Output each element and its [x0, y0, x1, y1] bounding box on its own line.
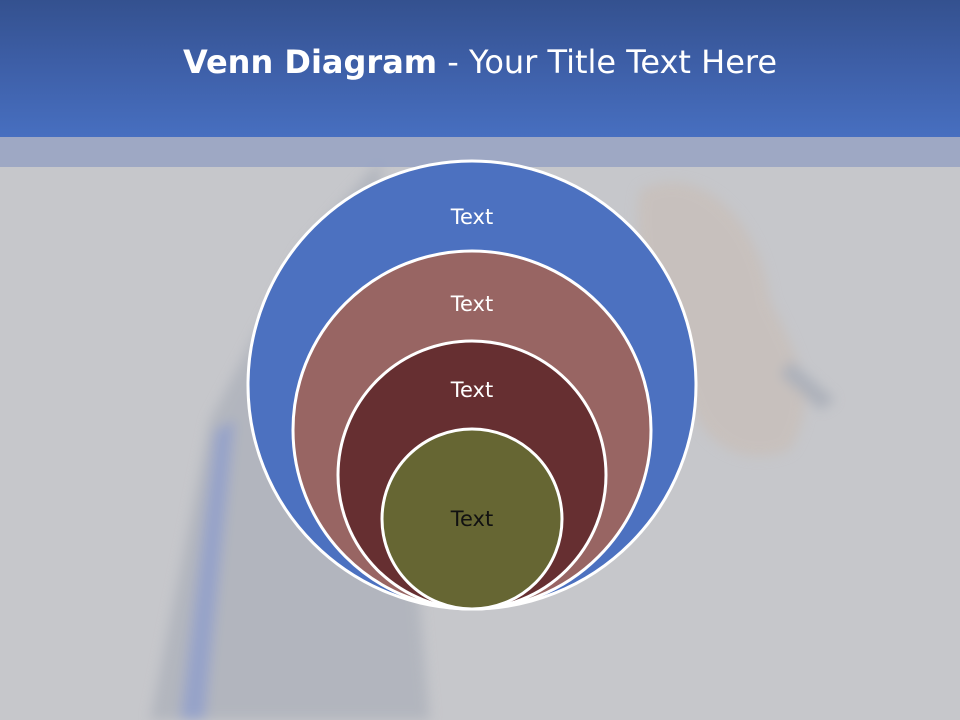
venn-circle-3-label: Text [450, 378, 493, 402]
venn-circle-4[interactable]: Text [380, 427, 564, 611]
venn-circle-2-label: Text [450, 292, 493, 316]
slide-title: Venn Diagram - Your Title Text Here [0, 42, 960, 82]
venn-circle-4-shape [380, 427, 564, 611]
title-bar [0, 0, 960, 137]
slide-title-bold: Venn Diagram [182, 43, 438, 81]
slide-title-rest: - Your Title Text Here [437, 43, 778, 81]
venn-circle-1-label: Text [450, 205, 493, 229]
venn-circle-4-label: Text [450, 507, 493, 531]
